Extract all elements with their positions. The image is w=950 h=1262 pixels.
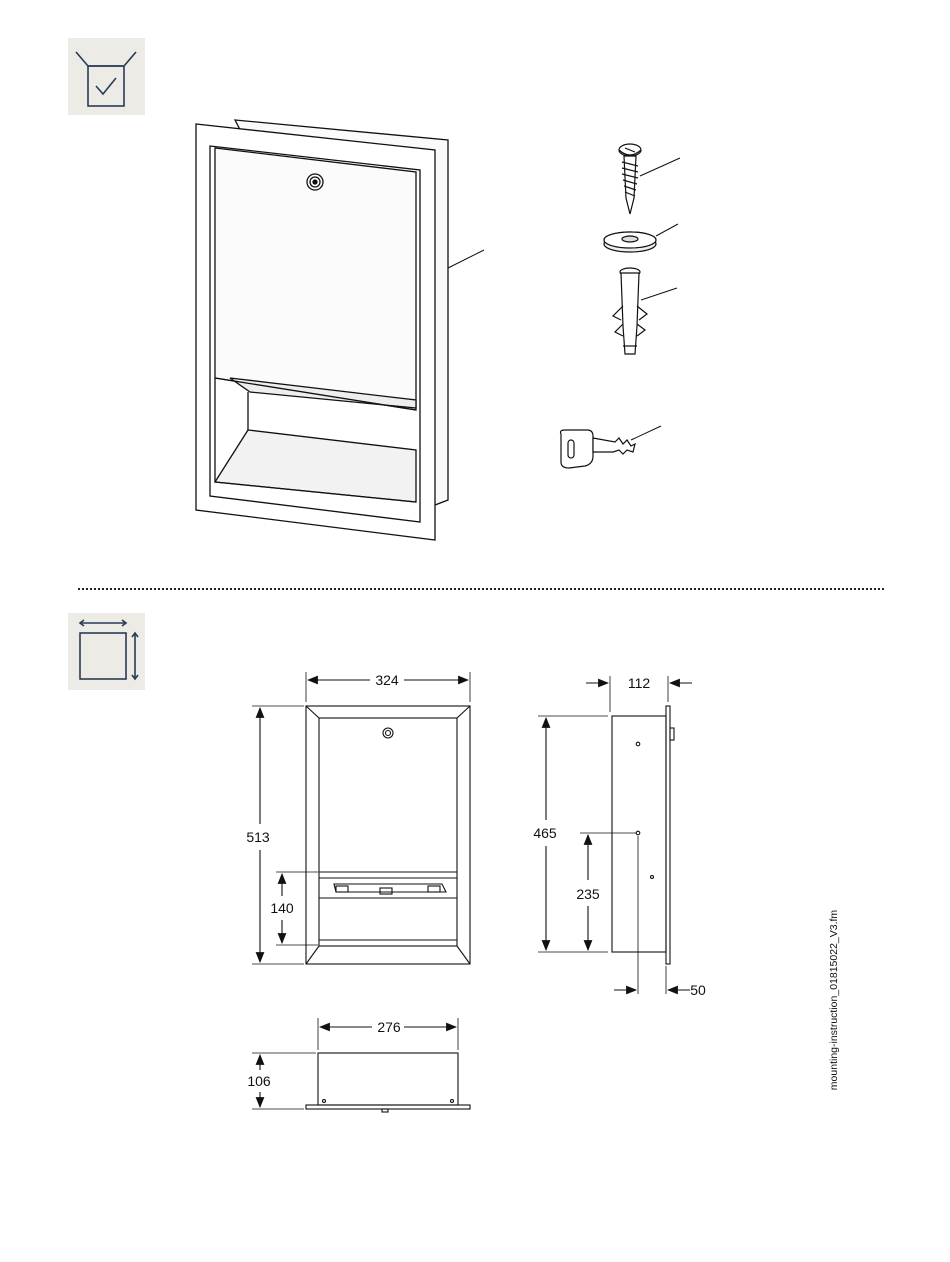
dim-depth-top: 106 <box>247 1073 271 1089</box>
dim-width-front: 324 <box>375 672 399 688</box>
dim-opening-height: 140 <box>270 900 294 916</box>
dim-hole-offset: 50 <box>690 982 706 998</box>
dim-height-side: 465 <box>533 825 557 841</box>
document-filename-label: mounting-instruction_01815022_V3.fm <box>828 900 842 1100</box>
dim-width-top: 276 <box>377 1019 401 1035</box>
dim-height-front: 513 <box>246 829 270 845</box>
dim-depth-side: 112 <box>628 675 651 691</box>
dim-hole-height: 235 <box>576 886 600 902</box>
